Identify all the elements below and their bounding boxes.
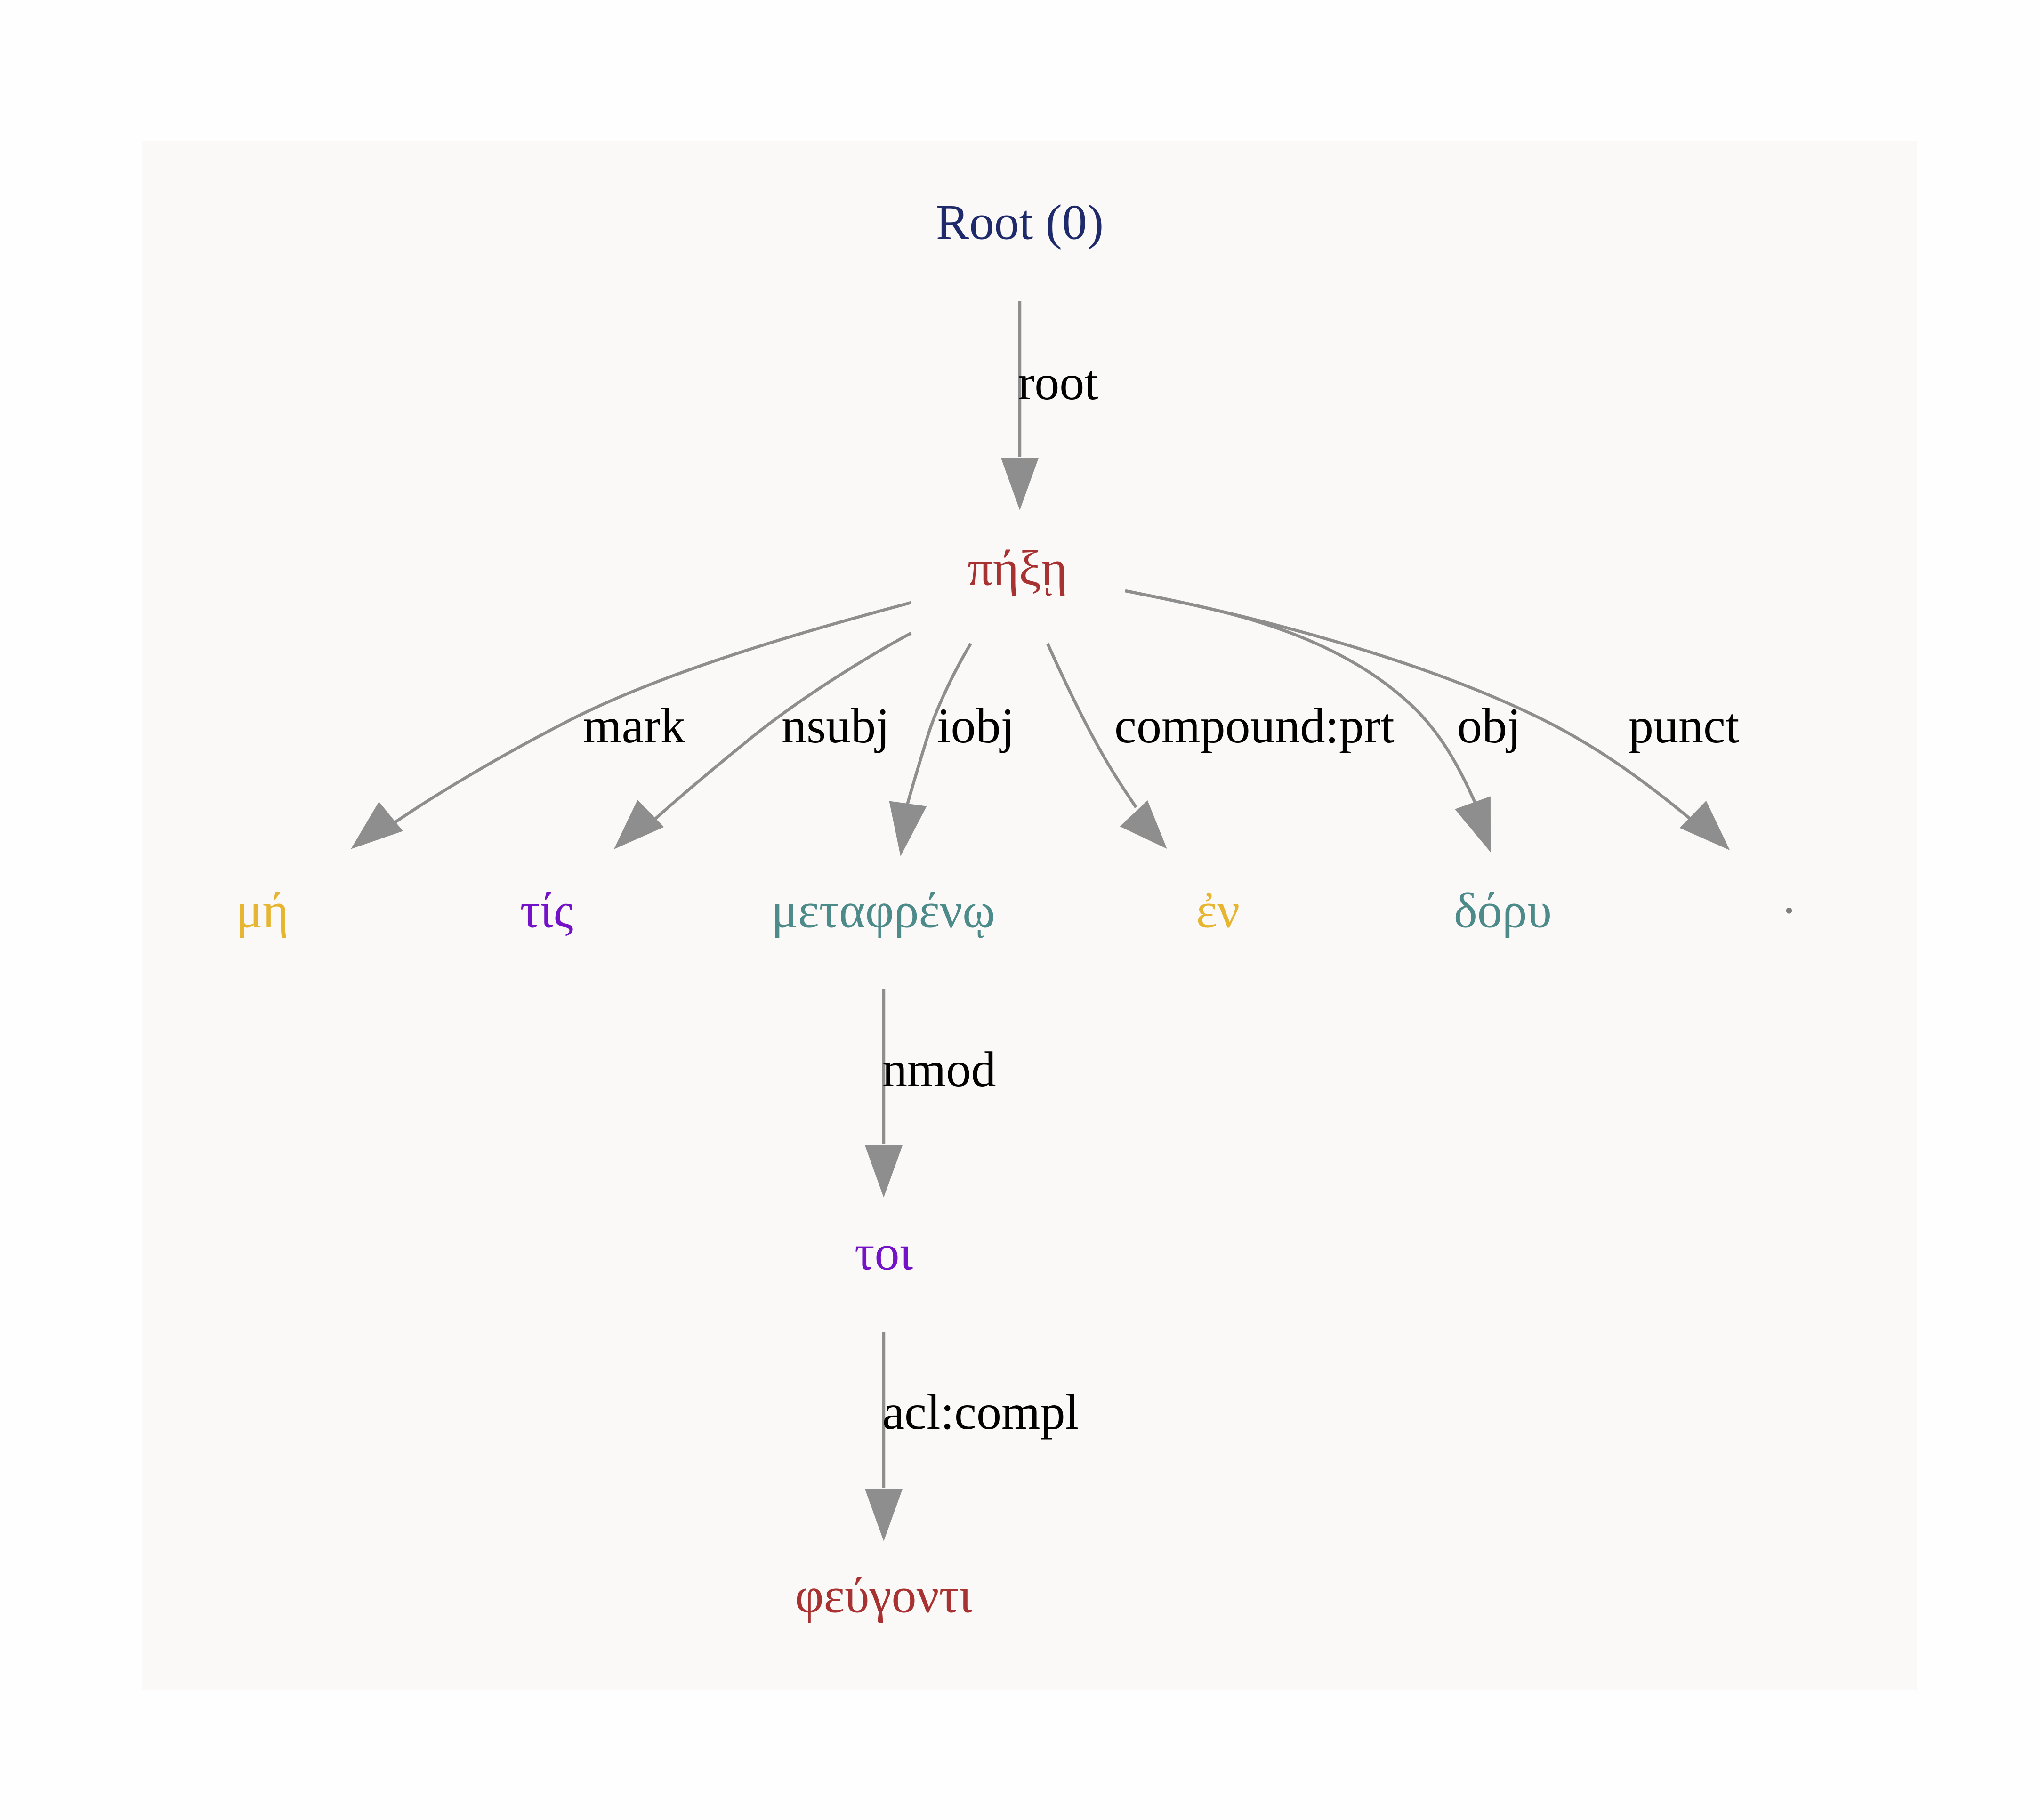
- tree-node-n-metaphreno: μεταφρένῳ: [771, 883, 995, 938]
- nodes-layer: Root (0) πήξῃ μή τίς μεταφρένῳ ἐν δόρυ · τοι φεύγ…: [236, 194, 1798, 1623]
- edge-line-iobj: [905, 643, 972, 805]
- arrowhead-icon: [864, 1145, 903, 1198]
- arrowhead-icon: [889, 801, 927, 856]
- edge-line-nsubj: [648, 632, 912, 825]
- edge-line-mark: [385, 601, 911, 830]
- edge-label: acl:compl: [882, 1385, 1079, 1440]
- tree-node-n-en: ἐν: [1196, 883, 1240, 938]
- edge-labels-layer: root mark nsubj iobj compound:prt obj punct nmo…: [583, 355, 1740, 1440]
- arrowhead-icon: [1455, 796, 1491, 853]
- edge-label: mark: [583, 698, 685, 753]
- arrowhead-icon: [1000, 458, 1039, 510]
- edge-label: root: [1018, 355, 1098, 410]
- arrowhead-icon: [1679, 801, 1730, 851]
- edge-label: nsubj: [782, 698, 890, 753]
- arrowhead-icon: [351, 801, 403, 849]
- edge-label: nmod: [882, 1042, 996, 1097]
- tree-node-n-pheugonti: φεύγοντι: [795, 1568, 973, 1623]
- tree-node-n-punct: ·: [1781, 883, 1797, 938]
- tree-node-n-doru: δόρυ: [1454, 883, 1552, 938]
- tree-node-n-tis: τίς: [520, 883, 573, 938]
- tree-node-n-toi: τοι: [855, 1225, 913, 1280]
- arrowhead-icon: [1120, 800, 1167, 849]
- edge-line-punct: [1125, 589, 1695, 823]
- edge-label: punct: [1629, 698, 1740, 753]
- arrowhead-icon: [613, 800, 664, 850]
- edges-layer: [351, 301, 1730, 1541]
- edge-label: iobj: [937, 698, 1015, 753]
- tree-node-n-me: μή: [236, 883, 289, 938]
- tree-node-root: Root (0): [936, 194, 1104, 250]
- edge-line-compound-prt: [1046, 643, 1137, 808]
- diagram-panel: [142, 141, 1917, 1690]
- tree-node-n-pexe: πήξῃ: [968, 540, 1067, 596]
- arrowhead-icon: [864, 1489, 903, 1541]
- edge-label: obj: [1457, 698, 1521, 753]
- edge-label: compound:prt: [1114, 698, 1395, 753]
